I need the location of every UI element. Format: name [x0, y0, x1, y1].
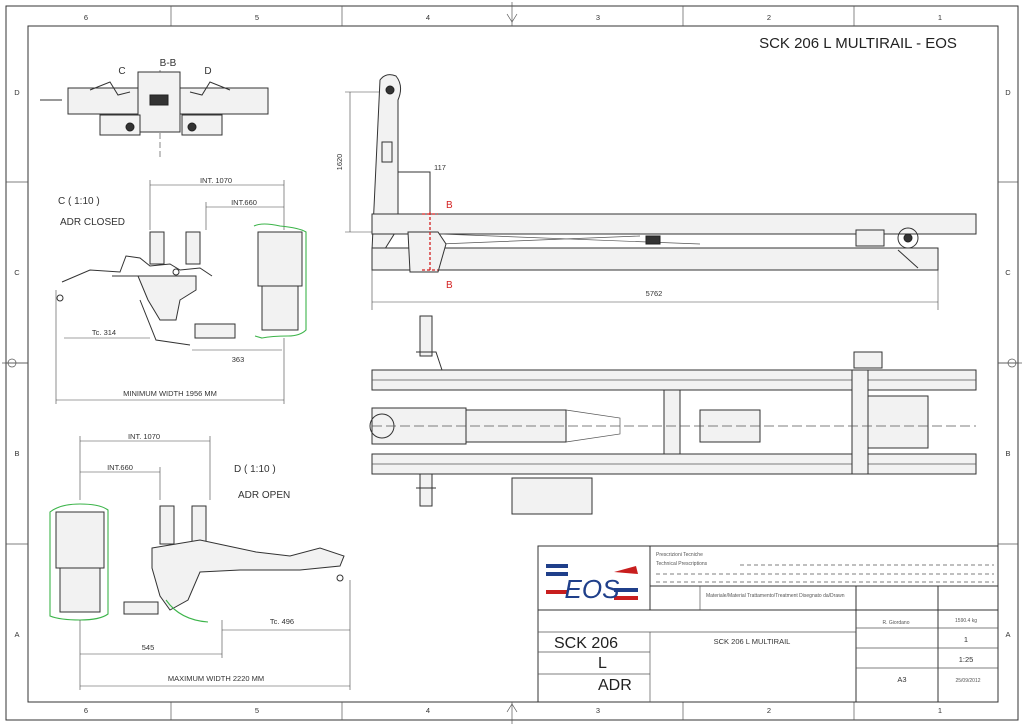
side-dim-1620: 1620 [335, 154, 344, 171]
weight-value: 1590.4 kg [955, 618, 977, 624]
author-name: R. Giordano [883, 620, 910, 626]
sheet-number: 1 [964, 635, 968, 644]
drawing-name: SCK 206 L MULTIRAIL [714, 637, 791, 646]
detail-d-subtitle: ADR OPEN [238, 490, 290, 501]
drawing-title: SCK 206 L MULTIRAIL - EOS [759, 35, 957, 52]
detail-c-tc314: Tc. 314 [92, 328, 116, 337]
detail-c-int1070: INT. 1070 [200, 176, 232, 185]
detail-c-int660: INT.660 [231, 198, 257, 207]
detail-d-title: D ( 1:10 ) [234, 464, 276, 475]
detail-c-view: C ( 1:10 ) ADR CLOSED INT. 1070 INT.660 … [55, 176, 307, 404]
grid-row-d-left: D [14, 88, 20, 97]
logo-text: EOS [565, 574, 621, 604]
date-value: 25/09/2012 [955, 678, 980, 684]
grid-row-d-right: D [1005, 88, 1011, 97]
section-label-c: C [118, 66, 125, 77]
desc-line1: Prescrizioni Tecniche [656, 552, 703, 558]
detail-c-subtitle: ADR CLOSED [60, 217, 125, 228]
section-b-bottom: B [446, 280, 453, 291]
detail-d-int1070: INT. 1070 [128, 432, 160, 441]
grid-col-4-bottom: 4 [426, 706, 430, 715]
grid-col-1-top: 1 [938, 13, 942, 22]
grid-col-2-bottom: 2 [767, 706, 771, 715]
section-bb-view: C B-B D [40, 58, 269, 160]
detail-c-title: C ( 1:10 ) [58, 196, 100, 207]
desc-line2: Technical Prescriptions [656, 561, 708, 567]
grid-row-c-right: C [1005, 268, 1011, 277]
grid-col-1-bottom: 1 [938, 706, 942, 715]
material-labels: Materiale/Material Trattamento/Treatment… [706, 593, 845, 599]
grid-row-c-left: C [14, 268, 20, 277]
grid-col-3-bottom: 3 [596, 706, 600, 715]
grid-row-b-left: B [14, 449, 19, 458]
title-block: EOS Prescrizioni Tecniche Technical Pres… [537, 545, 999, 703]
detail-d-int660: INT.660 [107, 463, 133, 472]
inner-border [27, 25, 999, 703]
grid-col-3-top: 3 [596, 13, 600, 22]
detail-c-min-width: MINIMUM WIDTH 1956 MM [123, 389, 217, 398]
scale-value: 1:25 [959, 655, 974, 664]
format-value: A3 [897, 675, 906, 684]
grid-col-4-top: 4 [426, 13, 430, 22]
code-l: L [598, 655, 607, 672]
detail-d-545: 545 [142, 643, 155, 652]
grid-col-5-top: 5 [255, 13, 259, 22]
grid-row-a-right: A [1005, 630, 1010, 639]
section-label-d: D [204, 66, 211, 77]
detail-d-max-width: MAXIMUM WIDTH 2220 MM [168, 674, 264, 683]
section-b-top: B [446, 200, 453, 211]
grid-col-6-bottom: 6 [84, 706, 88, 715]
code-main: SCK 206 [554, 635, 618, 652]
side-dim-117: 117 [434, 163, 446, 172]
detail-c-363: 363 [232, 355, 245, 364]
grid-row-b-right: B [1005, 449, 1010, 458]
side-view: 1620 117 5762 B B [335, 74, 977, 310]
detail-d-view: D ( 1:10 ) ADR OPEN INT. 1070 INT.660 Tc… [49, 432, 351, 690]
plan-view [369, 315, 977, 515]
side-dim-5762: 5762 [646, 289, 663, 298]
code-adr: ADR [598, 677, 632, 694]
eos-logo: EOS [546, 564, 638, 604]
grid-col-5-bottom: 5 [255, 706, 259, 715]
section-label-bb: B-B [160, 58, 177, 69]
grid-col-6-top: 6 [84, 13, 88, 22]
grid-row-a-left: A [14, 630, 19, 639]
detail-d-tc496: Tc. 496 [270, 617, 294, 626]
grid-col-2-top: 2 [767, 13, 771, 22]
